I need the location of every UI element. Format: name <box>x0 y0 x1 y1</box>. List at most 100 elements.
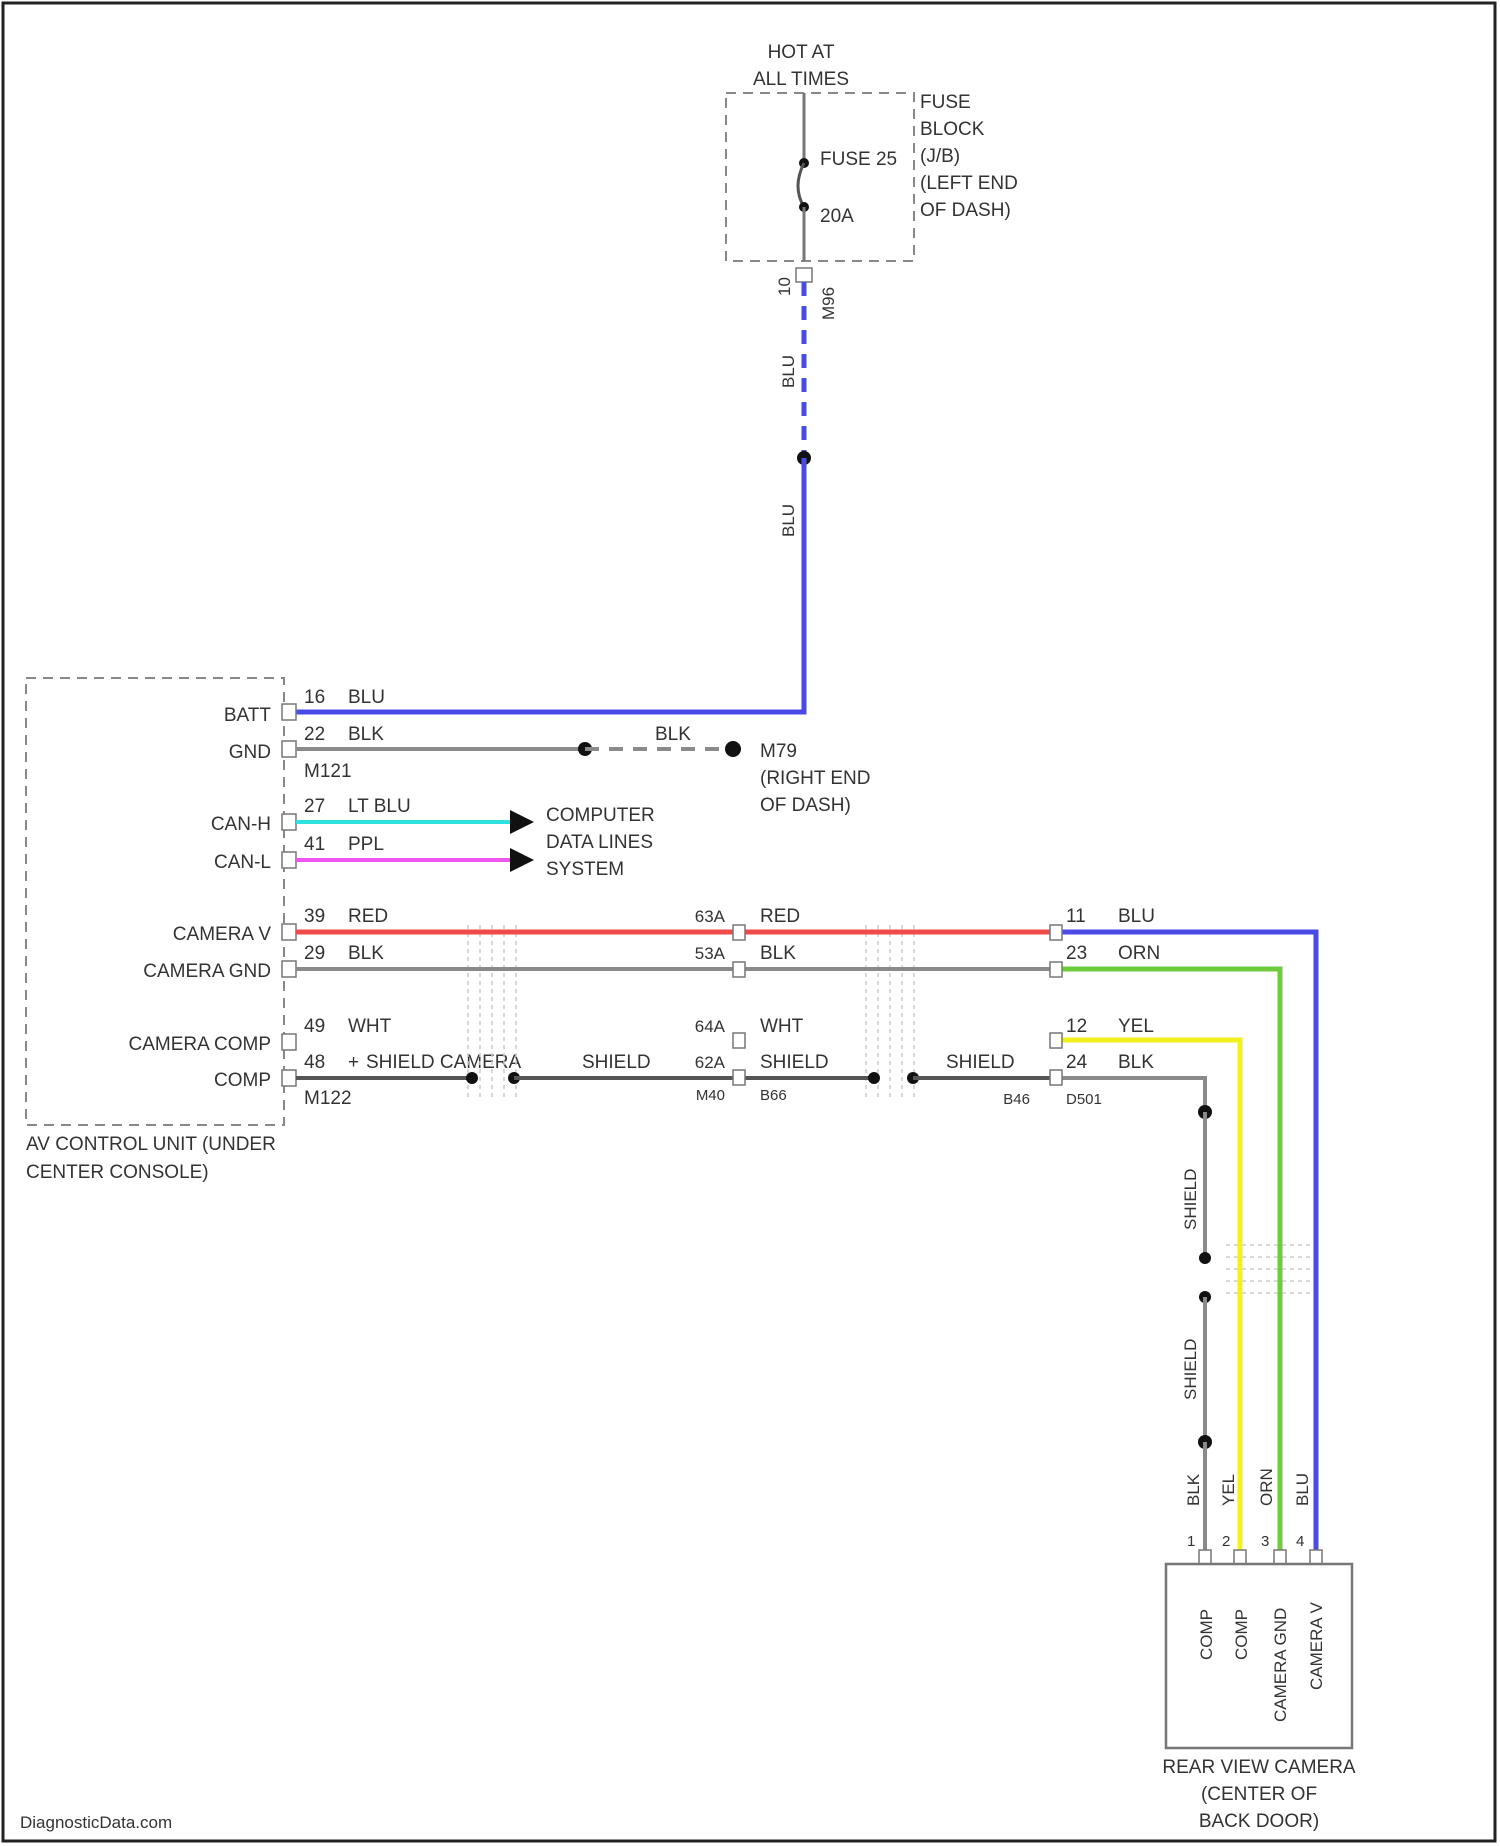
ic1-pin-comp <box>733 1070 745 1085</box>
pin-function-camera-gnd: CAMERA GND <box>143 961 271 982</box>
ic1-pin-62a: 62A <box>695 1053 726 1072</box>
ground-location-1: (RIGHT END <box>760 768 870 789</box>
pin-function-camera-v: CAMERA V <box>173 924 272 945</box>
rear-view-camera: 1 2 3 4 COMP COMP CAMERA GND CAMERA V RE… <box>1162 1533 1356 1832</box>
camera-name-3: BACK DOOR) <box>1199 1811 1319 1832</box>
wire-color-comp: SHIELD CAMERA <box>366 1052 522 1073</box>
supply-wire-color-upper: BLU <box>779 355 798 388</box>
can-destination-3: SYSTEM <box>546 859 624 880</box>
fuse-block-name-5: OF DASH) <box>920 200 1011 221</box>
ic2-connector-left: B46 <box>1003 1091 1030 1108</box>
pin-terminal-can-l <box>282 852 296 868</box>
connector-m121: M121 <box>304 761 352 782</box>
ic2-pin-12 <box>1050 1033 1062 1048</box>
ic1-pin-63a: 63A <box>695 907 726 926</box>
pin-terminal-camera-gnd <box>282 961 296 977</box>
camera-pin-terminal-2 <box>1234 1550 1246 1564</box>
camera-pin-function-4: CAMERA V <box>1307 1601 1326 1690</box>
camera-wire-color-blu: BLU <box>1293 1473 1312 1506</box>
pin-number-can-h: 27 <box>304 796 325 817</box>
ic2-pin-number-24: 24 <box>1066 1052 1088 1073</box>
pin-function-can-l: CAN-L <box>214 852 271 873</box>
camera-pin-function-1: COMP <box>1197 1609 1216 1660</box>
camera-comp-wire-c <box>1062 1040 1240 1550</box>
wire-color-can-h: LT BLU <box>348 796 411 817</box>
fuse-block-connector: M96 <box>819 287 838 320</box>
camera-pin-terminal-1 <box>1199 1550 1211 1564</box>
wire-color-can-l: PPL <box>348 834 384 855</box>
camera-pin-4: 4 <box>1296 1533 1304 1550</box>
ic1-color-wht: WHT <box>760 1016 804 1037</box>
supply-wire-color-lower: BLU <box>779 504 798 537</box>
pin-function-camera-comp: CAMERA COMP <box>128 1034 271 1055</box>
ground-name: M79 <box>760 741 797 762</box>
camera-wire-color-orn: ORN <box>1257 1468 1276 1506</box>
pin-terminal-comp <box>282 1070 296 1086</box>
ic1-color-blk: BLK <box>760 943 796 964</box>
fuse-name: FUSE 25 <box>820 149 897 170</box>
pin-function-can-h: CAN-H <box>211 814 271 835</box>
camera-pin-function-2: COMP <box>1232 1609 1251 1660</box>
ic1-pin-53a: 53A <box>695 944 726 963</box>
fuse-block-name-1: FUSE <box>920 92 971 113</box>
camera-pin-terminal-4 <box>1310 1550 1322 1564</box>
shield-label-2: SHIELD <box>946 1052 1015 1073</box>
camera-wire-color-blk: BLK <box>1184 1473 1203 1506</box>
pin-number-can-l: 41 <box>304 834 325 855</box>
camera-name-2: (CENTER OF <box>1201 1784 1317 1805</box>
pin-number-batt: 16 <box>304 687 325 708</box>
vertical-shield-label-2: SHIELD <box>1181 1339 1200 1400</box>
ic2-pin-number-11: 11 <box>1066 906 1086 927</box>
fuse-block-name-4: (LEFT END <box>920 173 1018 194</box>
ic1-color-shield: SHIELD <box>760 1052 829 1073</box>
ic1-color-red: RED <box>760 906 800 927</box>
ic2-color-blk: BLK <box>1118 1052 1154 1073</box>
ic2-pin-number-23: 23 <box>1066 943 1087 964</box>
inline-connector-1: 63A 53A 64A 62A M40 B66 RED BLK WHT SHIE… <box>695 906 829 1104</box>
shield-dot-1 <box>466 1072 478 1084</box>
ic1-pin-camera-gnd <box>733 962 745 977</box>
wire-color-camera-comp: WHT <box>348 1016 392 1037</box>
can-l-arrow <box>510 848 534 872</box>
watermark: DiagnosticData.com <box>20 1813 172 1832</box>
pin-number-camera-v: 39 <box>304 906 325 927</box>
fuse-block-pin-number: 10 <box>775 277 794 296</box>
ic2-color-blu: BLU <box>1118 906 1155 927</box>
camera-pin-1: 1 <box>1187 1533 1195 1550</box>
camera-wire-color-yel: YEL <box>1219 1474 1238 1506</box>
fuse-block: HOT AT ALL TIMES FUSE 25 20A FUSE BLOCK … <box>726 42 1018 320</box>
diagram-frame <box>3 3 1495 1841</box>
av-unit-name-1: AV CONTROL UNIT (UNDER <box>26 1134 276 1155</box>
power-label-line1: HOT AT <box>768 42 835 63</box>
power-label-line2: ALL TIMES <box>753 69 849 90</box>
pin-terminal-gnd <box>282 741 296 757</box>
can-destination-2: DATA LINES <box>546 832 653 853</box>
shield-label-1: SHIELD <box>582 1052 651 1073</box>
pin-terminal-camera-comp <box>282 1034 296 1050</box>
ic1-pin-camera-comp <box>733 1033 745 1048</box>
ic1-pin-64a: 64A <box>695 1017 726 1036</box>
fuse-icon <box>798 163 804 207</box>
ic2-pin-23 <box>1050 962 1062 977</box>
ic2-pin-24 <box>1050 1070 1062 1085</box>
camera-pin-3: 3 <box>1261 1533 1269 1550</box>
wire-color-camera-v: RED <box>348 906 388 927</box>
pin-number-gnd: 22 <box>304 724 325 745</box>
connector-m122: M122 <box>304 1088 352 1109</box>
wire-color-gnd: BLK <box>348 724 384 745</box>
ic2-pin-number-12: 12 <box>1066 1016 1087 1037</box>
pin-terminal-batt <box>282 704 296 720</box>
shield-dot-3 <box>868 1072 880 1084</box>
camera-name-1: REAR VIEW CAMERA <box>1162 1757 1356 1778</box>
ic2-pin-11 <box>1050 925 1062 940</box>
wire-color-comp-prefix: + <box>348 1052 359 1073</box>
pin-number-comp: 48 <box>304 1052 325 1073</box>
pin-function-gnd: GND <box>229 742 271 763</box>
fuse-block-name-3: (J/B) <box>920 146 960 167</box>
av-unit-name-2: CENTER CONSOLE) <box>26 1162 209 1183</box>
camera-gnd-wire-c <box>1062 969 1280 1550</box>
fuse-rating: 20A <box>820 206 854 227</box>
pin-number-camera-gnd: 29 <box>304 943 325 964</box>
pin-terminal-can-h <box>282 814 296 830</box>
